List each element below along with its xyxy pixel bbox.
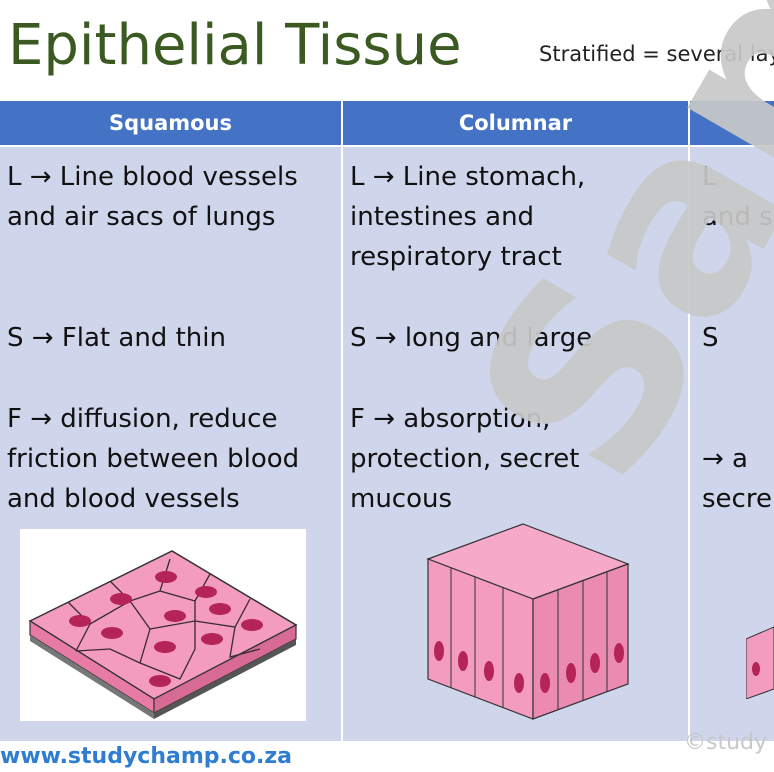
website-link[interactable]: www.studychamp.co.za bbox=[0, 744, 293, 769]
text-line: S → Flat and thin bbox=[7, 323, 226, 353]
text-line: → a bbox=[702, 444, 748, 474]
location-text: L and s bbox=[702, 157, 773, 237]
location-text: L → Line blood vessels and air sacs of l… bbox=[7, 157, 298, 237]
tissue-table: Squamous Columnar L → Line blood vessels… bbox=[0, 101, 774, 741]
copyright-text: ©study bbox=[684, 730, 768, 755]
text-line: S → long and large bbox=[350, 323, 593, 353]
squamous-cells-icon bbox=[28, 550, 298, 719]
text-line: mucous bbox=[350, 484, 453, 514]
column-columnar: L → Line stomach, intestines and respira… bbox=[343, 147, 688, 741]
third-tissue-illustration bbox=[745, 619, 774, 700]
text-line: L → Line blood vessels bbox=[7, 162, 298, 192]
header-columnar: Columnar bbox=[343, 101, 688, 145]
text-line: F → absorption, bbox=[350, 404, 551, 434]
text-line: and blood vessels bbox=[7, 484, 240, 514]
text-line: respiratory tract bbox=[350, 242, 562, 272]
text-line: and air sacs of lungs bbox=[7, 202, 276, 232]
text-line: L → Line stomach, bbox=[350, 162, 586, 192]
text-line: L bbox=[702, 162, 717, 192]
column-squamous: L → Line blood vessels and air sacs of l… bbox=[0, 147, 341, 741]
function-text: → a secre bbox=[702, 439, 772, 519]
squamous-tissue-illustration bbox=[20, 529, 306, 721]
structure-text: S → Flat and thin bbox=[7, 318, 226, 358]
column-third: L and s S → a secre bbox=[690, 147, 774, 741]
text-line: secre bbox=[702, 484, 772, 514]
text-line: intestines and bbox=[350, 202, 535, 232]
text-line: protection, secret bbox=[350, 444, 580, 474]
location-text: L → Line stomach, intestines and respira… bbox=[350, 157, 585, 277]
function-text: F → diffusion, reduce friction between b… bbox=[7, 399, 299, 519]
column-divider bbox=[688, 101, 690, 741]
text-line: and s bbox=[702, 202, 773, 232]
column-divider bbox=[341, 101, 343, 741]
structure-text: S bbox=[702, 318, 719, 358]
columnar-cells-icon bbox=[426, 523, 630, 720]
header-cuboidal bbox=[690, 101, 774, 145]
columnar-tissue-illustration bbox=[423, 519, 633, 729]
page-title: Epithelial Tissue bbox=[8, 13, 462, 78]
text-line: S bbox=[702, 323, 719, 353]
function-text: F → absorption, protection, secret mucou… bbox=[350, 399, 580, 519]
text-line: friction between blood bbox=[7, 444, 300, 474]
header-squamous: Squamous bbox=[0, 101, 341, 145]
cuboidal-cells-icon bbox=[745, 626, 774, 700]
subtitle: Stratified = several lay bbox=[539, 42, 774, 66]
structure-text: S → long and large bbox=[350, 318, 592, 358]
text-line: F → diffusion, reduce bbox=[7, 404, 278, 434]
